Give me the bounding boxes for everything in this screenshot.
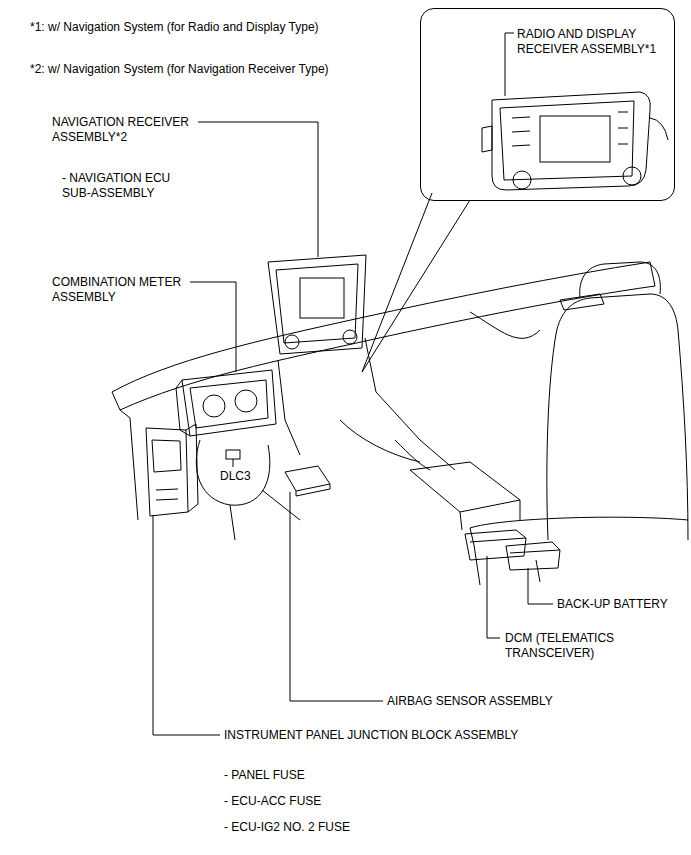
part-label: DCM (TELEMATICS TRANSCEIVER) [505, 631, 633, 661]
part-label: INSTRUMENT PANEL JUNCTION BLOCK ASSEMBLY [224, 728, 518, 743]
dlc3-drawing [226, 450, 240, 459]
part-label: NAVIGATION RECEIVER ASSEMBLY*2 [52, 115, 217, 145]
combination-meter-drawing [176, 370, 276, 436]
navigation-receiver-drawing [268, 255, 366, 354]
part-label: AIRBAG SENSOR ASSEMBLY [387, 694, 553, 709]
callout-box: RADIO AND DISPLAY RECEIVER ASSEMBLY*1 [420, 8, 675, 201]
callout-label: RADIO AND DISPLAY RECEIVER ASSEMBLY*1 [517, 27, 669, 57]
radio-receiver-drawing [482, 92, 668, 190]
part-label: COMBINATION METER ASSEMBLY [52, 275, 202, 305]
footnote: *1: w/ Navigation System (for Radio and … [30, 20, 319, 35]
leader-lines [153, 33, 553, 735]
sub-part-label: - ECU-ACC FUSE [224, 794, 321, 809]
part-label: DLC3 [220, 469, 251, 484]
footnote: *2: w/ Navigation System (for Navigation… [30, 62, 329, 77]
seat-drawing [470, 262, 688, 585]
sub-part-label: - NAVIGATION ECU SUB-ASSEMBLY [62, 171, 192, 201]
part-label: BACK-UP BATTERY [557, 597, 668, 612]
airbag-sensor-drawing [285, 466, 330, 496]
backup-battery-drawing [506, 542, 560, 570]
junction-block-drawing [146, 424, 198, 516]
callout-tail [362, 193, 470, 372]
sub-part-label: - ECU-IG2 NO. 2 FUSE [224, 820, 350, 835]
sub-part-label: - PANEL FUSE [224, 768, 305, 783]
